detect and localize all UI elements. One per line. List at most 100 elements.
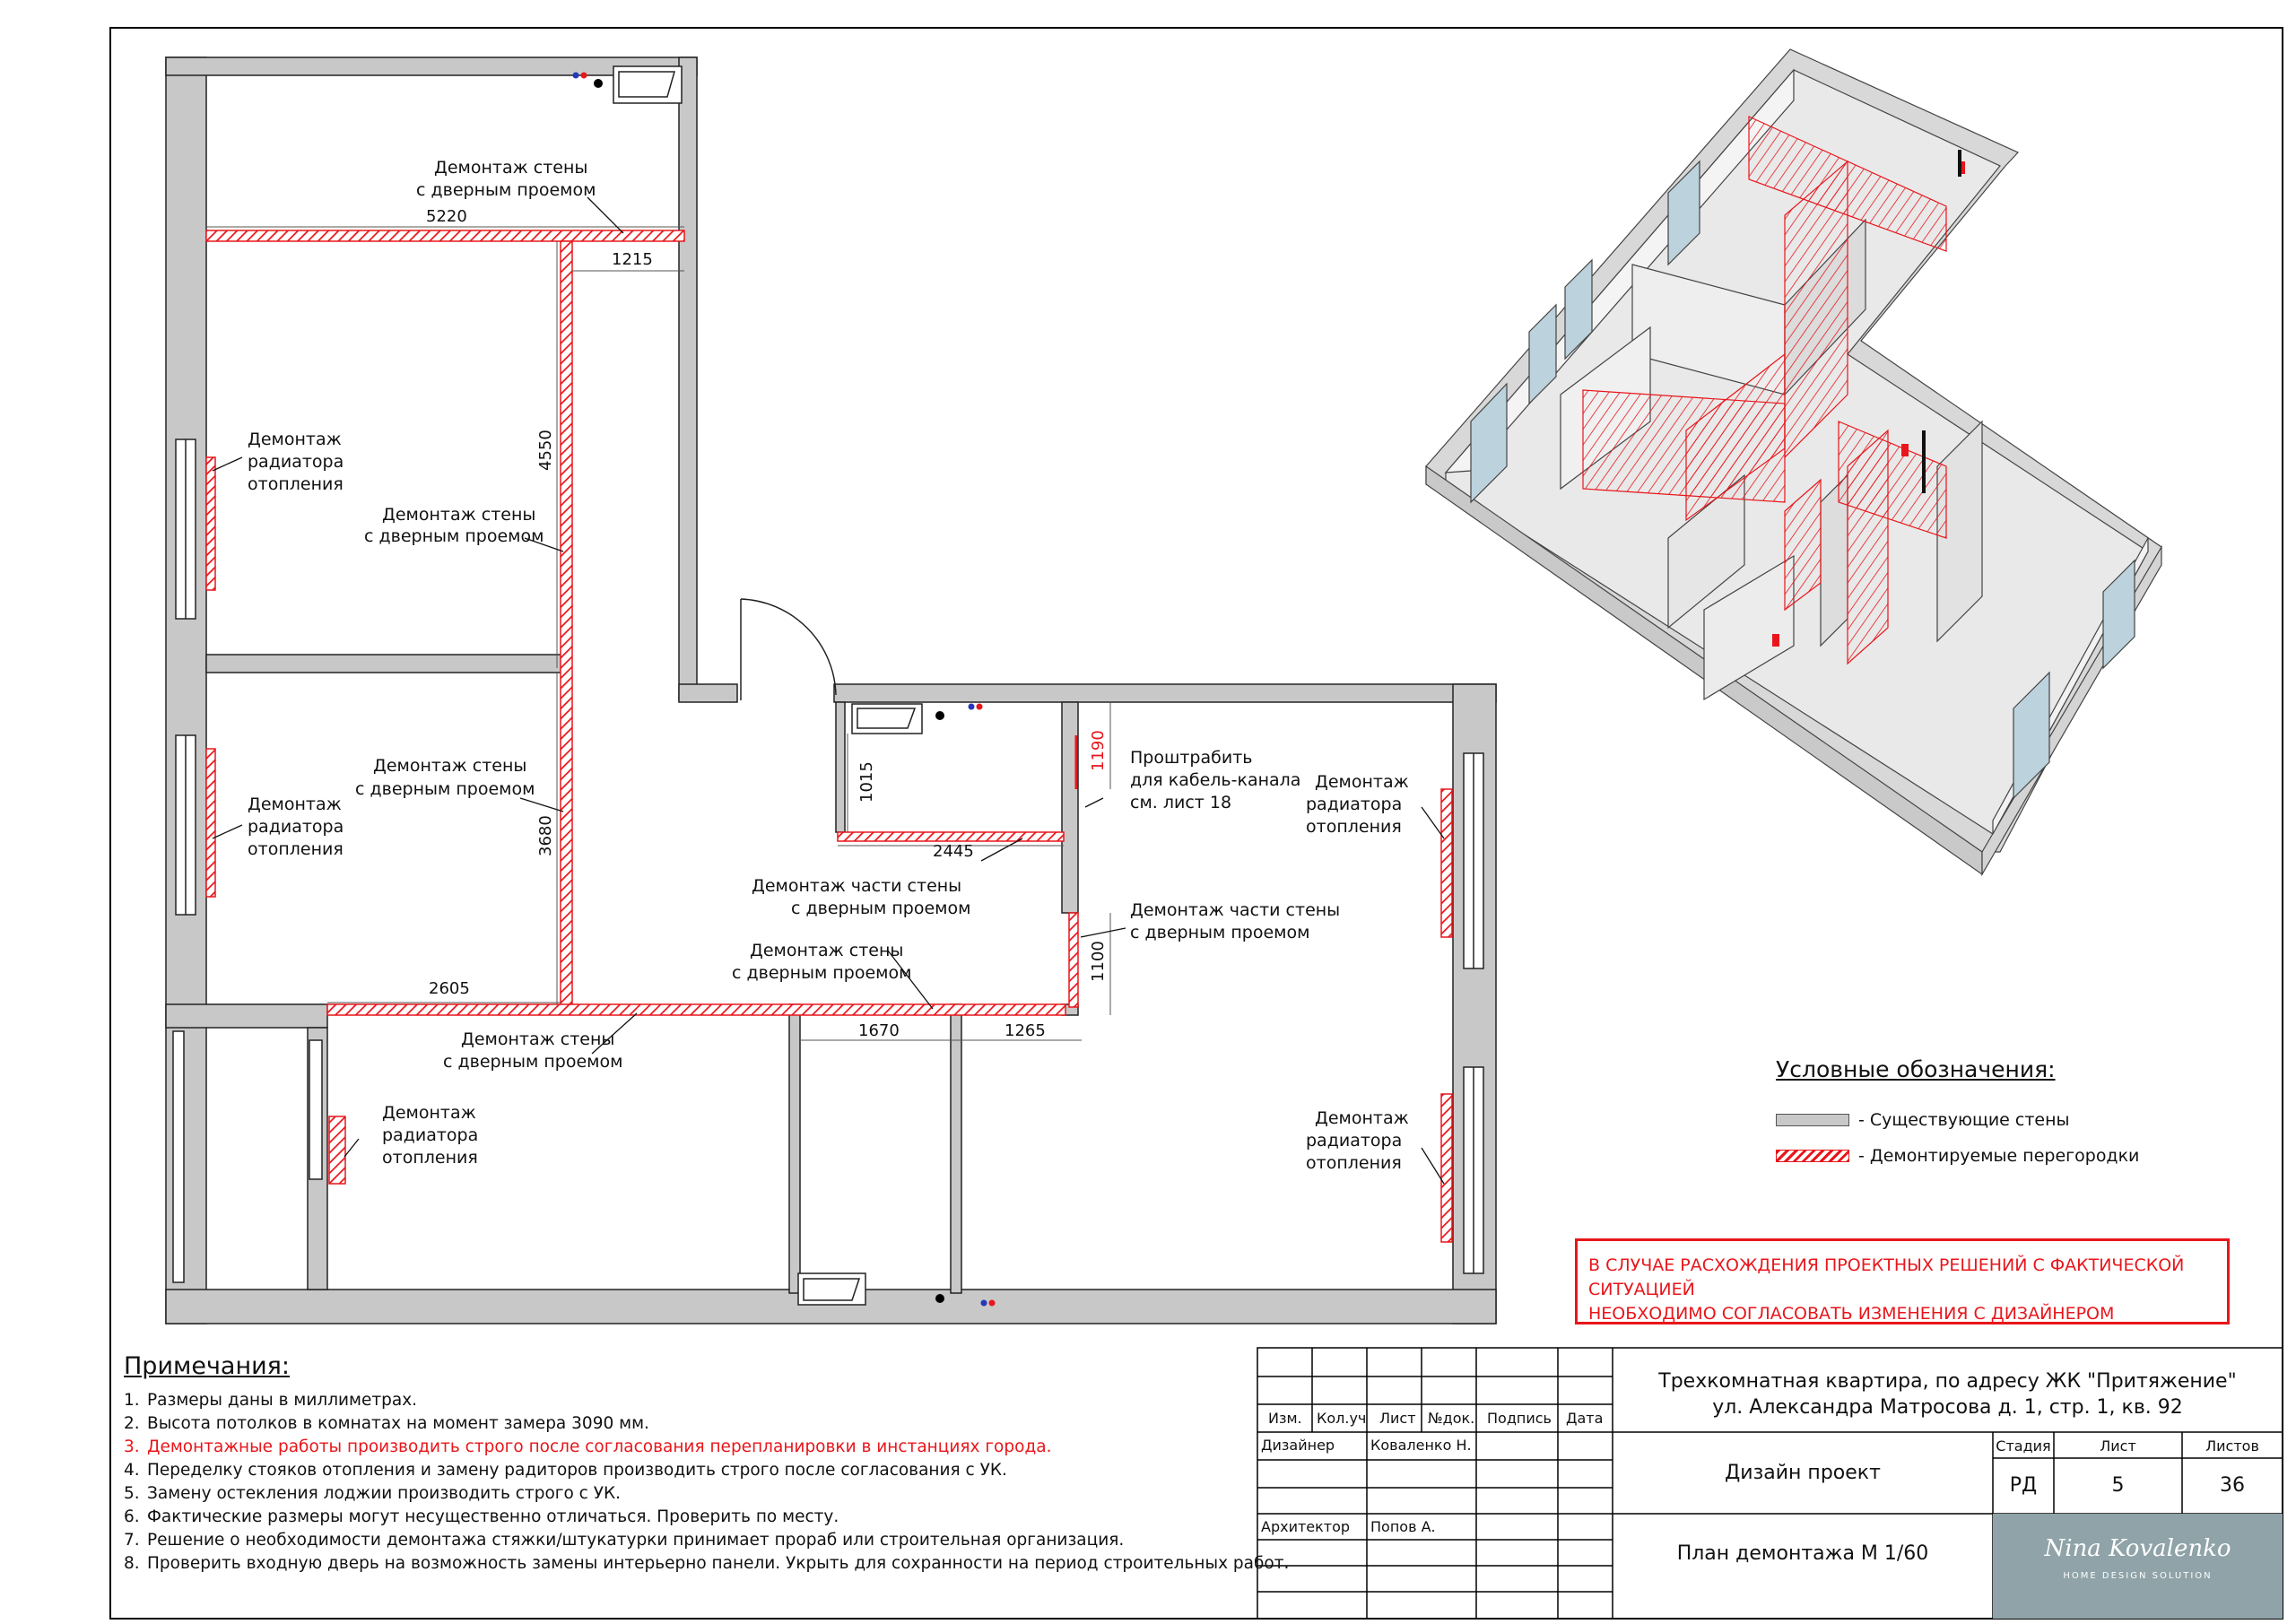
label-radiator-3-l1: Демонтаж (382, 1103, 476, 1123)
label-radiator-5-l2: радиатора (1306, 1131, 1402, 1151)
tb-project: Трехкомнатная квартира, по адресу ЖК "Пр… (1613, 1368, 2283, 1420)
warning-box: В СЛУЧАЕ РАСХОЖДЕНИЯ ПРОЕКТНЫХ РЕШЕНИЙ С… (1575, 1238, 2230, 1324)
warning-line-1: В СЛУЧАЕ РАСХОЖДЕНИЯ ПРОЕКТНЫХ РЕШЕНИЙ С… (1588, 1255, 2185, 1299)
tb-architect-role: Архитектор (1261, 1518, 1351, 1535)
label-radiator-3-l3: отопления (382, 1148, 478, 1168)
label-wall-1-l1: Демонтаж стены (434, 158, 587, 178)
notes-list: 1.Размеры даны в миллиметрах. 2.Высота п… (124, 1389, 1290, 1576)
tb-header-date: Дата (1566, 1410, 1604, 1427)
label-radiator-1-l1: Демонтаж (248, 430, 342, 449)
dim-2605: 2605 (429, 979, 470, 998)
label-radiator-4-l3: отопления (1306, 817, 1402, 837)
label-radiator-1-l2: радиатора (248, 452, 344, 472)
dimensions: 5220 1215 4550 3680 2605 1015 2445 1190 … (426, 207, 1108, 1040)
legend: Условные обозначения: - Существующие сте… (1776, 1056, 2139, 1174)
label-wall-2-l2: с дверным проемом (364, 526, 544, 546)
notes: Примечания: 1.Размеры даны в миллиметрах… (124, 1352, 1290, 1576)
label-part-wall-1-l1: Демонтаж части стены (752, 876, 961, 896)
windows (172, 439, 1484, 1283)
note-item: 8.Проверить входную дверь на возможность… (124, 1554, 1290, 1573)
radiators-demolition (205, 456, 1453, 1243)
tb-header-list: Лист (1379, 1410, 1416, 1427)
legend-title: Условные обозначения: (1776, 1056, 2056, 1082)
label-radiator-3-l2: радиатора (382, 1125, 478, 1145)
note-item: 6.Фактические размеры могут несущественн… (124, 1507, 839, 1526)
label-channel-l3: см. лист 18 (1130, 793, 1231, 812)
risers (594, 79, 944, 1303)
tb-drawing-title: План демонтажа М 1/60 (1676, 1542, 1929, 1565)
demolished-wall-swatch (1776, 1150, 1849, 1162)
tb-sheet-label: Лист (2100, 1437, 2136, 1455)
label-radiator-2-l2: радиатора (248, 817, 344, 837)
label-radiator-2-l3: отопления (248, 839, 344, 859)
dim-1100: 1100 (1089, 941, 1108, 982)
tb-stage: РД (2009, 1474, 2038, 1497)
dim-2445: 2445 (933, 842, 974, 861)
label-radiator-4-l1: Демонтаж (1315, 772, 1409, 792)
logo-tagline: HOME DESIGN SOLUTION (2063, 1571, 2213, 1581)
tb-project-line-1: Трехкомнатная квартира, по адресу ЖК "Пр… (1658, 1370, 2237, 1393)
label-wall-3-l2: с дверным проемом (355, 779, 535, 799)
sheet-frame (109, 27, 2283, 1620)
note-item: 5.Замену остекления лоджии производить с… (124, 1484, 622, 1503)
heating-pipes (572, 72, 996, 1307)
note-item-warning: 3.Демонтажные работы производить строго … (124, 1437, 1052, 1456)
label-radiator-1-l3: отопления (248, 474, 344, 494)
logo-name: Nina Kovalenko (2044, 1535, 2231, 1562)
dim-3680: 3680 (536, 815, 555, 856)
tb-header-kol: Кол.уч (1317, 1410, 1367, 1427)
label-wall-1-l2: с дверным проемом (416, 180, 596, 200)
legend-demolished-label: - Демонтируемые перегородки (1858, 1146, 2140, 1166)
legend-existing-row: - Существующие стены (1776, 1102, 2139, 1138)
tb-project-line-2: ул. Александра Матросова д. 1, стр. 1, к… (1712, 1396, 2183, 1419)
tb-header-izm: Изм. (1268, 1410, 1302, 1427)
label-part-wall-2-l2: с дверным проемом (1130, 923, 1309, 942)
label-wall-3-l1: Демонтаж стены (373, 756, 526, 776)
floor-plan: 5220 1215 4550 3680 2605 1015 2445 1190 … (165, 56, 1497, 1324)
label-wall-5-l1: Демонтаж стены (750, 941, 903, 960)
label-part-wall-2-l1: Демонтаж части стены (1130, 900, 1340, 920)
label-radiator-5-l3: отопления (1306, 1153, 1402, 1173)
note-item: 4.Переделку стояков отопления и замену р… (124, 1461, 1007, 1480)
dimension-lines (206, 226, 1111, 1041)
plan-annotations: Демонтаж стены с дверным проемом Демонта… (248, 158, 1409, 1173)
label-wall-4-l2: с дверным проемом (443, 1052, 622, 1072)
tb-sheets-label: Листов (2205, 1437, 2259, 1455)
demolished-partitions (205, 230, 1079, 1016)
label-part-wall-1-l2: с дверным проемом (791, 899, 970, 918)
dim-1190: 1190 (1089, 730, 1108, 771)
tb-sheets: 36 (2220, 1474, 2245, 1497)
tb-designer-role: Дизайнер (1261, 1437, 1335, 1454)
tb-architect-name: Попов А. (1370, 1518, 1436, 1535)
tb-sheet: 5 (2111, 1474, 2125, 1497)
tb-header-sign: Подпись (1487, 1410, 1552, 1427)
legend-demolished-row: - Демонтируемые перегородки (1776, 1138, 2139, 1174)
dim-4550: 4550 (536, 430, 555, 471)
dim-1015: 1015 (857, 761, 876, 803)
leader-lines (212, 196, 1445, 1185)
ventilation-shafts (613, 65, 923, 1306)
label-radiator-4-l2: радиатора (1306, 795, 1402, 814)
note-item: 7.Решение о необходимости демонтажа стяж… (124, 1531, 1125, 1550)
label-radiator-2-l1: Демонтаж (248, 795, 342, 814)
note-item: 2.Высота потолков в комнатах на момент з… (124, 1414, 649, 1433)
label-radiator-5-l1: Демонтаж (1315, 1108, 1409, 1128)
warning-line-2: НЕОБХОДИМО СОГЛАСОВАТЬ ИЗМЕНЕНИЯ С ДИЗАЙ… (1588, 1304, 2115, 1324)
note-item: 1.Размеры даны в миллиметрах. (124, 1391, 418, 1410)
entry-door (740, 598, 837, 700)
dim-1265: 1265 (1004, 1021, 1046, 1040)
label-channel-l1: Проштрабить (1130, 748, 1252, 768)
existing-walls (165, 56, 1497, 1324)
label-wall-5-l2: с дверным проемом (732, 963, 911, 983)
tb-designer-name: Коваленко Н. (1370, 1437, 1472, 1454)
notes-title: Примечания: (124, 1352, 291, 1380)
legend-existing-label: - Существующие стены (1858, 1110, 2070, 1130)
existing-wall-swatch (1776, 1114, 1849, 1126)
title-block-grid (1257, 1347, 2283, 1620)
label-wall-2-l1: Демонтаж стены (382, 505, 535, 525)
tb-stage-label: Стадия (1996, 1437, 2051, 1455)
dim-5220: 5220 (426, 207, 467, 226)
label-channel-l2: для кабель-канала (1130, 770, 1300, 790)
tb-doc-type: Дизайн проект (1725, 1462, 1881, 1484)
